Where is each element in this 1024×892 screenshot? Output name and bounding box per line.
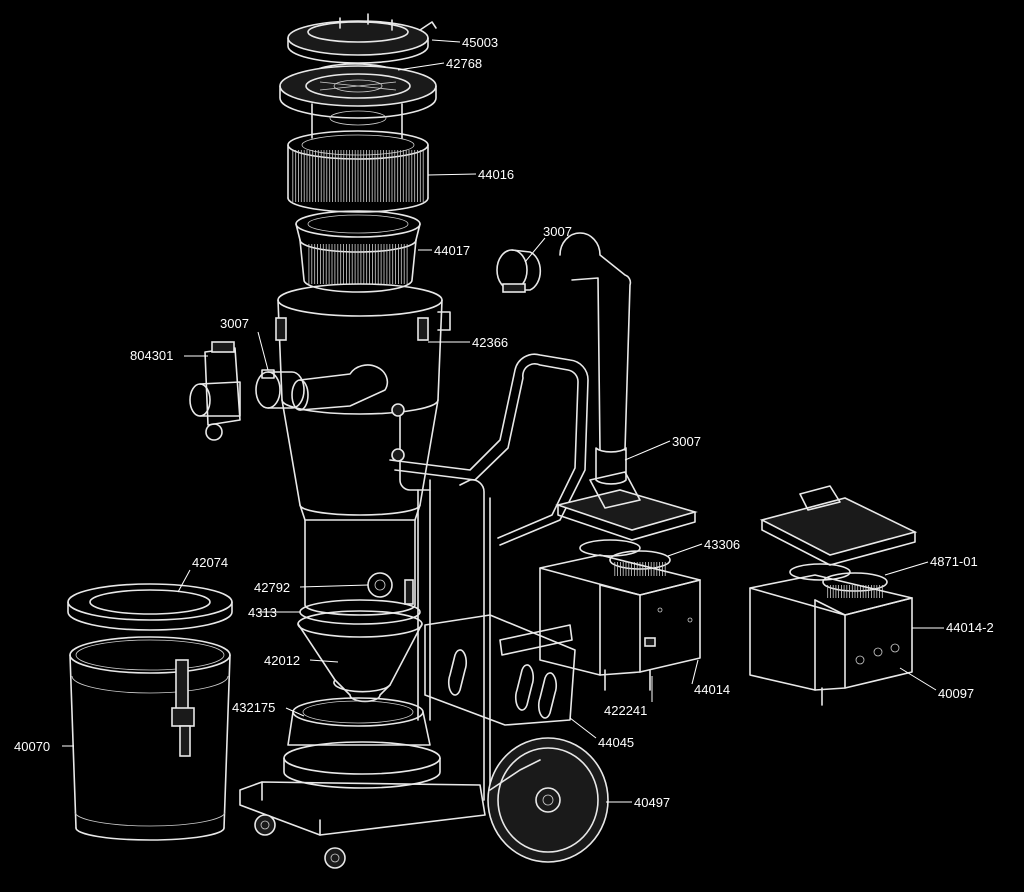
frame-plate-part <box>239 614 576 869</box>
label-3007-top: 3007 <box>543 224 572 239</box>
label-4871-01: 4871-01 <box>930 554 978 569</box>
motor-unit-right <box>749 485 918 706</box>
label-42012: 42012 <box>264 653 300 668</box>
label-804301: 804301 <box>130 348 173 363</box>
label-42074: 42074 <box>192 555 228 570</box>
label-432175: 432175 <box>232 700 275 715</box>
bag-holder-part <box>283 697 441 789</box>
label-42768: 42768 <box>446 56 482 71</box>
label-3007-motor: 3007 <box>672 434 701 449</box>
label-43306: 43306 <box>704 537 740 552</box>
filter-ring-part <box>279 63 437 139</box>
pre-filter-part <box>295 210 421 293</box>
leader-lines <box>62 39 944 803</box>
label-45003: 45003 <box>462 35 498 50</box>
main-filter-part <box>287 130 429 213</box>
label-44016: 44016 <box>478 167 514 182</box>
label-422241: 422241 <box>604 703 647 718</box>
label-44045: 44045 <box>598 735 634 750</box>
cyclone-body-part <box>275 283 451 616</box>
label-44014-2: 44014-2 <box>946 620 994 635</box>
label-44017: 44017 <box>434 243 470 258</box>
label-40097: 40097 <box>938 686 974 701</box>
handle-frame-part <box>389 353 589 801</box>
lid-ring-part <box>67 583 233 631</box>
label-44014: 44014 <box>694 682 730 697</box>
part-labels: 45003 42768 44016 44017 3007 42366 3007 … <box>14 35 994 810</box>
wheel-part <box>487 737 609 863</box>
label-3007-inlet: 3007 <box>220 316 249 331</box>
label-40070: 40070 <box>14 739 50 754</box>
label-42366: 42366 <box>472 335 508 350</box>
drum-part <box>69 636 231 841</box>
label-40497: 40497 <box>634 795 670 810</box>
cover-part <box>287 13 437 64</box>
label-4313: 4313 <box>248 605 277 620</box>
label-42792: 42792 <box>254 580 290 595</box>
motor-unit-left <box>539 471 701 691</box>
